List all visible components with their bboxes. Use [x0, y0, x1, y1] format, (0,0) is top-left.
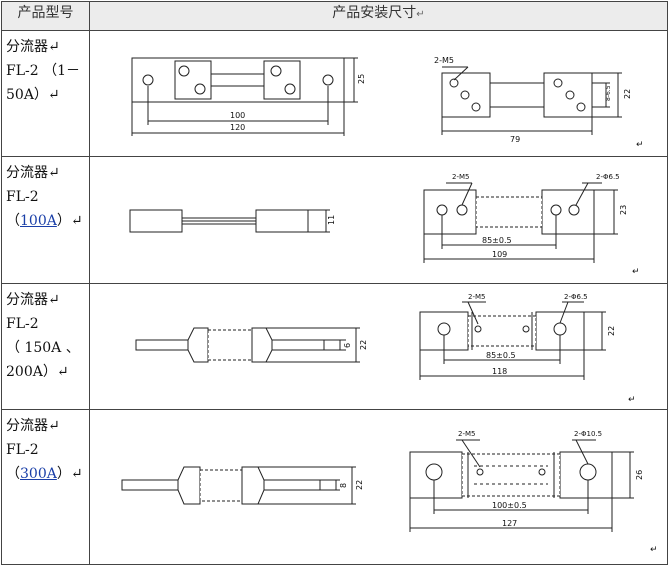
dim-127: 127	[502, 519, 517, 528]
model-rating-cont: 200A）↵	[6, 364, 69, 380]
dim-85: 85±0.5	[482, 236, 512, 245]
dim-25: 25	[357, 74, 366, 84]
shunt-drawing-300a: 2-M5 2-Φ10.5 26 100±0.5 127 8 22 ↵	[121, 430, 658, 555]
dim-hole-6-5: 2-Φ6.5	[596, 173, 620, 181]
dim-79: 79	[510, 135, 520, 144]
product-row-150a-200a: 分流器↵ FL-2 （ 150A 、 200A）↵	[1, 283, 668, 410]
model-cell: 分流器↵ FL-2 （100A）↵	[1, 156, 90, 284]
dim-8: 8	[339, 483, 348, 488]
dim-100: 100	[230, 111, 245, 120]
model-cell: 分流器↵ FL-2 （1－ 50A）↵	[1, 30, 90, 157]
drawing-cell: 2-M5 2-Φ6.5 23 85±0.5 109 11 ↵	[89, 156, 668, 284]
para-mark: ↵	[628, 395, 636, 405]
dim-22: 22	[355, 480, 364, 490]
para-mark: ↵	[636, 140, 644, 150]
dim-2-m5: 2-M5	[458, 430, 475, 438]
dim-2-m5: 2-M5	[452, 173, 469, 181]
header-dimensions: 产品安装尺寸↵	[89, 1, 668, 31]
model-name: 分流器↵	[6, 418, 60, 434]
model-rating: （100A）↵	[6, 213, 83, 229]
model-code: FL-2	[6, 189, 39, 205]
model-rating: （ 150A 、	[6, 340, 80, 356]
para-mark: ↵	[632, 267, 640, 277]
dim-85: 85±0.5	[486, 351, 516, 360]
header-row: 产品型号 产品安装尺寸↵	[1, 1, 668, 31]
dim-2-m5: 2-M5	[468, 293, 485, 301]
dim-22-front: 22	[359, 340, 368, 350]
model-name: 分流器↵	[6, 39, 60, 55]
dim-26: 26	[635, 470, 644, 480]
drawing-cell: 2-M5 2-Φ10.5 26 100±0.5 127 8 22 ↵	[89, 409, 668, 565]
model-name: 分流器↵	[6, 165, 60, 181]
shunt-drawing-150a: 2-M5 2-Φ6.5 22 85±0.5 118 6 22 ↵	[135, 293, 636, 405]
model-name: 分流器↵	[6, 292, 60, 308]
dim-2-m5: 2-M5	[434, 56, 454, 65]
dim-hole-6-5: 2-Φ6.5	[564, 293, 588, 301]
shunt-drawing-100a: 2-M5 2-Φ6.5 23 85±0.5 109 11 ↵	[129, 173, 640, 277]
dim-8-6-5: 8-6.5	[605, 85, 612, 101]
model-code: FL-2	[6, 316, 39, 332]
model-rating: （300A）↵	[6, 466, 83, 482]
dim-11: 11	[327, 215, 336, 225]
product-row-300a: 分流器↵ FL-2 （300A）↵	[1, 409, 668, 565]
shunt-drawing-50a: 100 120 25 2-M5 22 8-6.5 79 ↵	[131, 56, 644, 150]
dim-100: 100±0.5	[492, 501, 527, 510]
para-mark: ↵	[650, 545, 658, 555]
dim-109: 109	[492, 250, 507, 259]
drawing-cell: 100 120 25 2-M5 22 8-6.5 79 ↵	[89, 30, 668, 157]
dim-118: 118	[492, 367, 507, 376]
dim-22-side: 22	[607, 326, 616, 336]
dim-23: 23	[619, 205, 628, 215]
dim-22: 22	[623, 89, 632, 99]
model-code: FL-2	[6, 442, 39, 458]
rating-link-300a[interactable]: 300A	[20, 466, 57, 482]
dim-hole-10-5: 2-Φ10.5	[574, 430, 602, 438]
model-code: FL-2 （1－	[6, 63, 81, 79]
dim-120: 120	[230, 123, 245, 132]
model-cell: 分流器↵ FL-2 （300A）↵	[1, 409, 90, 565]
dim-6: 6	[343, 343, 352, 348]
product-row-50a: 分流器↵ FL-2 （1－ 50A）↵	[1, 30, 668, 157]
drawing-cell: 2-M5 2-Φ6.5 22 85±0.5 118 6 22 ↵	[89, 283, 668, 410]
header-model: 产品型号	[1, 1, 90, 31]
rating-link-100a[interactable]: 100A	[20, 213, 57, 229]
product-row-100a: 分流器↵ FL-2 （100A）↵	[1, 156, 668, 284]
model-rating: 50A）↵	[6, 87, 60, 103]
model-cell: 分流器↵ FL-2 （ 150A 、 200A）↵	[1, 283, 90, 410]
